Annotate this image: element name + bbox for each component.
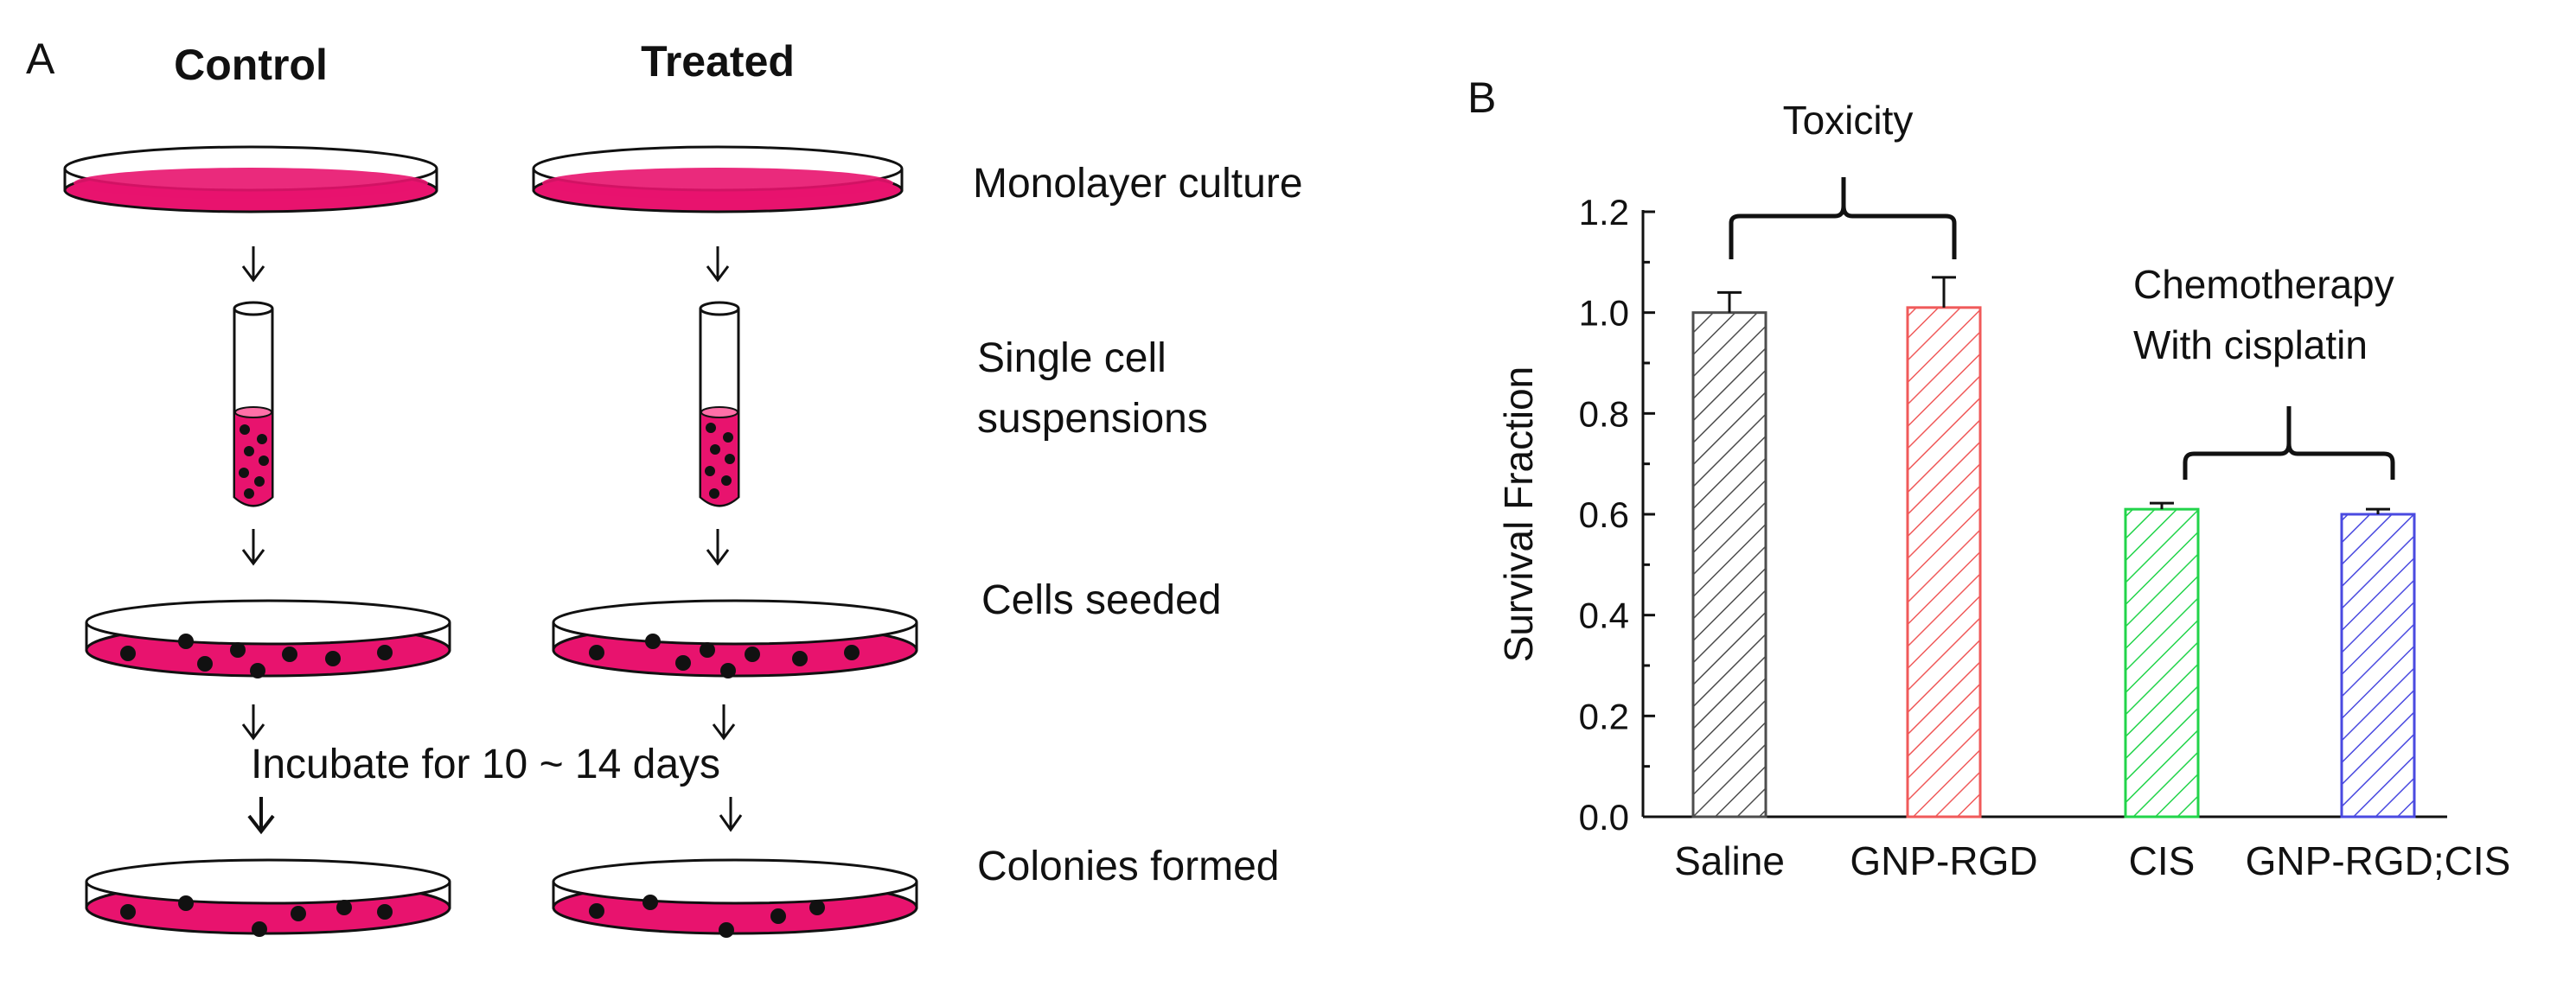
toxicity-brace bbox=[1729, 177, 1957, 259]
treated-seeded-dish bbox=[552, 599, 918, 678]
control-arrow-4 bbox=[247, 797, 275, 835]
chemotherapy-annotation: Chemotherapy With cisplatin bbox=[2133, 262, 2395, 480]
treated-arrow-3 bbox=[712, 704, 736, 741]
x-category-label: CIS bbox=[2129, 838, 2196, 883]
y-axis-ticks: 0.0 0.2 0.4 0.6 0.8 1.0 1.2 bbox=[1579, 192, 1655, 838]
chemotherapy-brace bbox=[2183, 406, 2395, 480]
y-tick-label: 0.0 bbox=[1579, 797, 1629, 838]
control-arrow-1 bbox=[241, 246, 265, 283]
control-arrow-3 bbox=[241, 704, 265, 741]
treated-arrow-4 bbox=[719, 797, 743, 832]
treated-arrow-1 bbox=[706, 246, 730, 283]
toxicity-annotation: Toxicity bbox=[1729, 98, 1957, 259]
step-label-single-cell-line1: Single cell bbox=[977, 335, 1167, 381]
y-tick-label: 0.4 bbox=[1579, 596, 1629, 636]
bar-cis bbox=[2124, 507, 2200, 819]
y-tick-label: 1.2 bbox=[1579, 192, 1629, 233]
control-arrow-2 bbox=[241, 529, 265, 566]
y-tick-label: 0.2 bbox=[1579, 696, 1629, 736]
treated-monolayer-dish bbox=[532, 145, 904, 213]
incubate-label: Incubate for 10 ~ 14 days bbox=[251, 742, 720, 787]
x-category-label: Saline bbox=[1674, 838, 1785, 883]
step-label-cells-seeded: Cells seeded bbox=[981, 577, 1222, 623]
x-category-label: GNP-RGD bbox=[1850, 838, 2037, 883]
x-category-label: GNP-RGD;CIS bbox=[2246, 838, 2511, 883]
control-seeded-dish bbox=[85, 599, 451, 678]
bar-saline bbox=[1691, 311, 1767, 819]
step-label-colonies-formed: Colonies formed bbox=[977, 844, 1280, 889]
bar-gnp-rgd-cis bbox=[2340, 513, 2416, 819]
y-tick-label: 1.0 bbox=[1579, 293, 1629, 334]
control-column bbox=[63, 145, 451, 937]
column-header-treated: Treated bbox=[641, 37, 795, 86]
panel-a-letter: A bbox=[26, 35, 55, 83]
step-label-monolayer: Monolayer culture bbox=[973, 161, 1303, 207]
y-tick-label: 0.6 bbox=[1579, 494, 1629, 535]
bar-gnp-rgd bbox=[1906, 306, 1982, 819]
x-axis-labels: Saline GNP-RGD CIS GNP-RGD;CIS bbox=[1674, 838, 2510, 883]
treated-arrow-2 bbox=[706, 529, 730, 566]
treated-colonies-dish bbox=[552, 858, 918, 938]
treated-suspension-tube bbox=[699, 301, 740, 507]
control-monolayer-dish bbox=[63, 145, 438, 213]
step-label-single-cell-line2: suspensions bbox=[977, 396, 1208, 442]
y-tick-label: 0.8 bbox=[1579, 393, 1629, 434]
y-axis-title: Survival Fraction bbox=[1496, 366, 1541, 663]
toxicity-label: Toxicity bbox=[1783, 98, 1914, 143]
bars bbox=[1691, 276, 2416, 819]
panel-b: B 0.0 0.2 0.4 0.6 0.8 1.0 1.2 Saline GNP-RGD CIS… bbox=[1467, 73, 2510, 883]
chemotherapy-label-line1: Chemotherapy bbox=[2133, 262, 2394, 307]
survival-fraction-chart: 0.0 0.2 0.4 0.6 0.8 1.0 1.2 Saline GNP-RGD CIS GN… bbox=[1496, 192, 2510, 883]
control-colonies-dish bbox=[85, 858, 451, 937]
column-header-control: Control bbox=[174, 41, 328, 89]
chemotherapy-label-line2: With cisplatin bbox=[2133, 322, 2368, 367]
control-suspension-tube bbox=[233, 301, 274, 507]
treated-column bbox=[532, 145, 918, 938]
panel-b-letter: B bbox=[1467, 73, 1496, 122]
panel-a: A Control Treated bbox=[26, 35, 1303, 938]
